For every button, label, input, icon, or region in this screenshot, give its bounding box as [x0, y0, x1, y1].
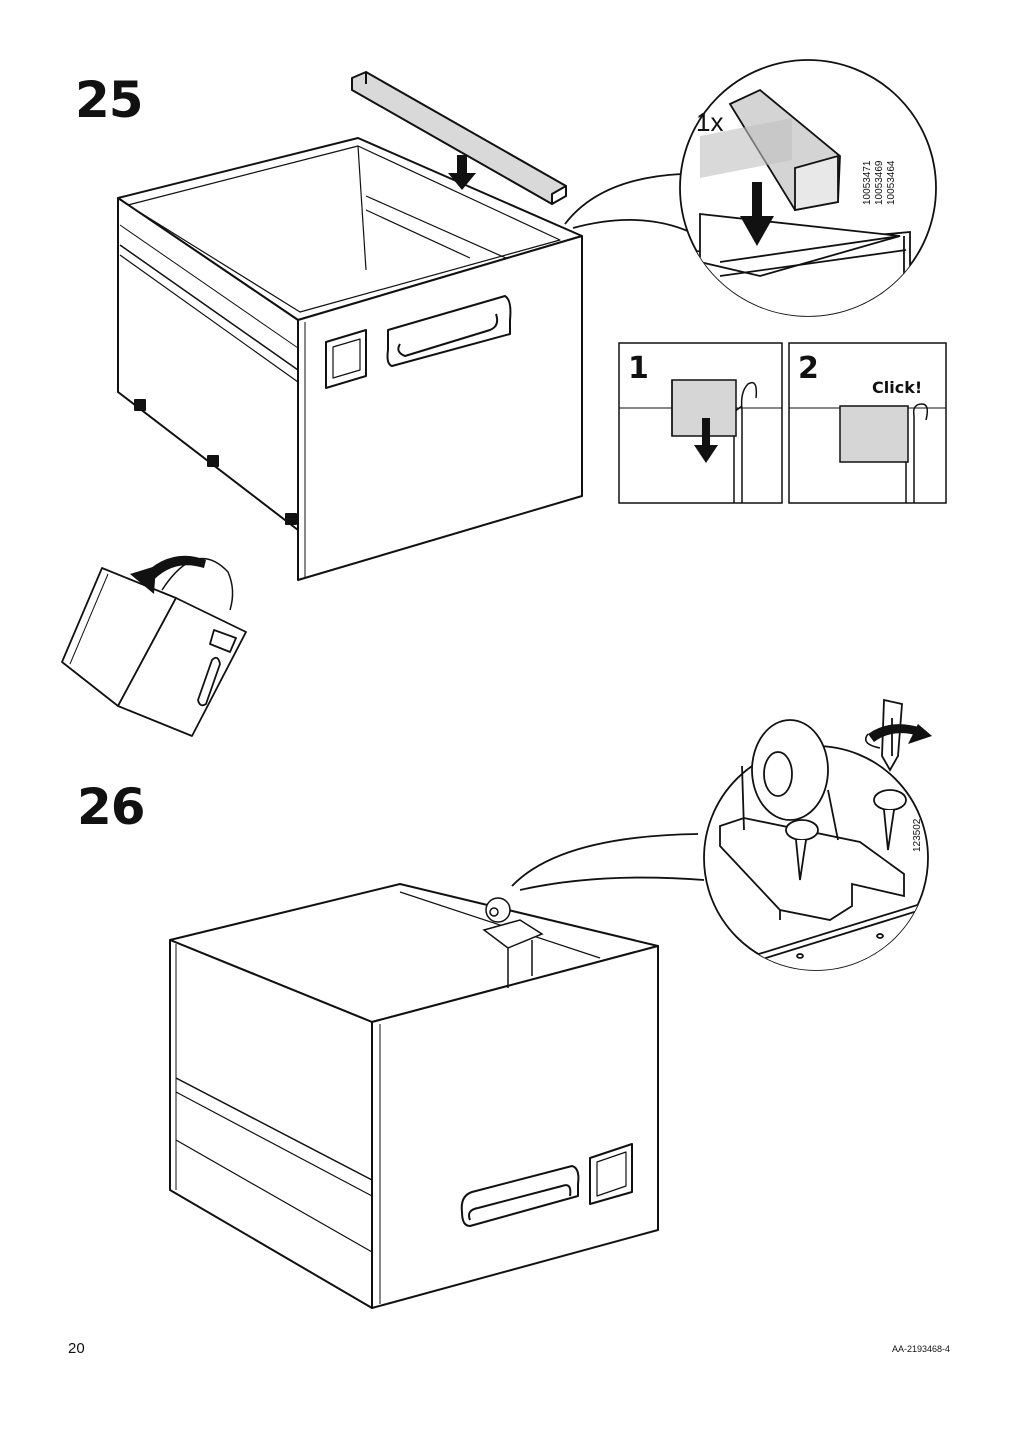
part-number: 10053471 [862, 160, 873, 205]
step-number-26: 26 [77, 778, 146, 836]
document-code: AA-2193468-4 [891, 1344, 950, 1354]
substep-number-1: 1 [628, 351, 649, 386]
part-number-26: 123502 [912, 818, 923, 852]
quantity-label: 1x [696, 107, 723, 137]
rail-detail-callout [564, 59, 937, 317]
part-number: 10053464 [886, 160, 897, 205]
rotated-drawer-illustration [61, 557, 247, 737]
rotate-clockwise-icon [865, 724, 932, 749]
substep-box-2 [788, 342, 947, 504]
drawer-illustration-25 [117, 137, 583, 581]
part-numbers-25: 10053471 10053469 10053464 [862, 160, 897, 205]
step-number-25: 25 [75, 71, 144, 129]
substep-number-2: 2 [798, 351, 819, 386]
click-label: Click! [872, 378, 922, 397]
drawer-illustration-26 [169, 883, 659, 1309]
rotate-arrow-icon [130, 555, 206, 594]
down-arrow-icon [448, 155, 476, 190]
substep-box-1 [618, 342, 783, 504]
part-number: 10053469 [874, 160, 885, 205]
page-number: 20 [68, 1340, 85, 1357]
caster-small [482, 897, 544, 988]
screwdriver-icon [881, 698, 903, 772]
rail-part [351, 71, 567, 205]
